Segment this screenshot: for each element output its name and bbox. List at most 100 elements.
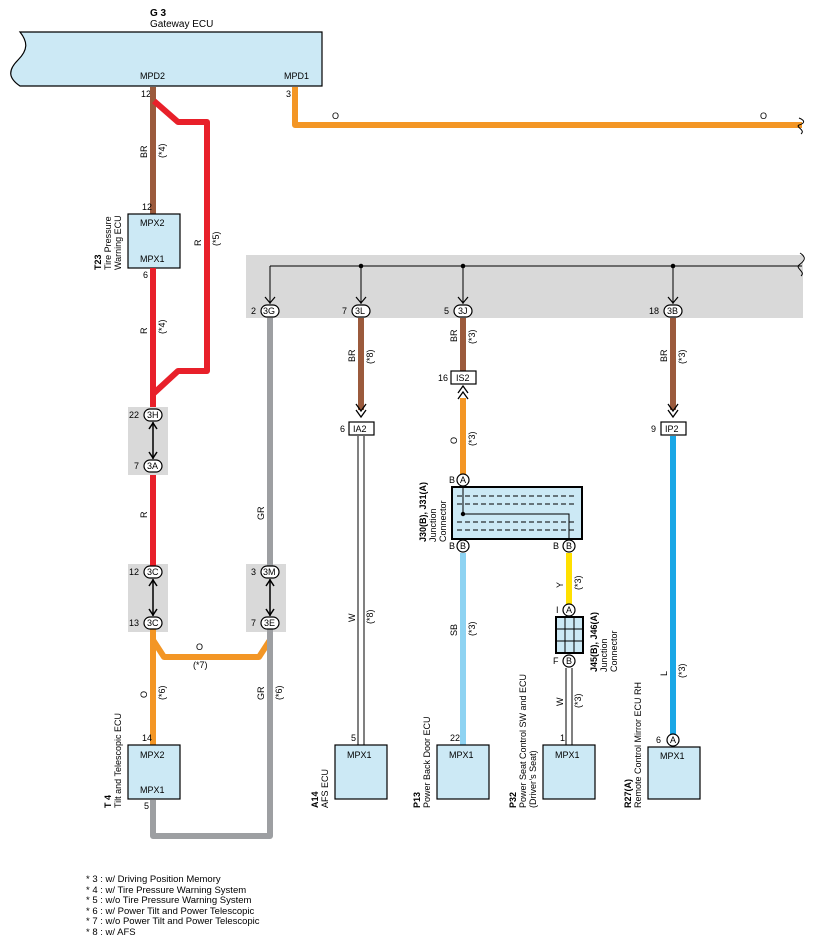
r27-conn: A: [670, 735, 676, 745]
t23-pin-6: 6: [143, 270, 148, 280]
wire-label-y: Y: [555, 582, 565, 588]
note-7: (*7): [193, 660, 208, 670]
j30-name-line1: Junction: [428, 508, 438, 542]
a14-box: [334, 744, 388, 800]
wire-label-w: W: [555, 697, 565, 706]
junction-connector-j45: A I B F J45(B), J46(A) Junction Connecto…: [553, 603, 619, 672]
legend-item: * 4 : w/ Tire Pressure Warning System: [86, 884, 247, 896]
note-3: (*3): [467, 329, 477, 344]
wire-label-o: O: [332, 111, 339, 121]
gateway-name: Gateway ECU: [150, 19, 213, 30]
a14-name: AFS ECU: [320, 769, 330, 808]
junction-3j-id: 3J: [458, 306, 468, 316]
j45-pin-b: B: [566, 656, 572, 666]
bus-break-mark: [797, 252, 805, 277]
junction-3c-top: 3C 12: [129, 565, 163, 579]
legend-item: * 7 : w/o Power Tilt and Power Telescopi…: [86, 916, 260, 928]
junction-3m: 3M 3: [251, 565, 280, 579]
junction-connector-j30: A B B B B B J30(B), J31(A) Junction Conn…: [418, 473, 583, 553]
junction-3a-id: 3A: [147, 461, 158, 471]
r27-pin-no: 6: [656, 735, 661, 745]
t23-code: T23: [93, 254, 103, 270]
connector-is2: IS2 16: [438, 370, 477, 400]
wire-label-o: O: [139, 691, 149, 698]
j45-code: J45(B), J46(A): [589, 612, 599, 672]
connector-is2-id: IS2: [456, 373, 470, 383]
gateway-pin-mpd2: MPD2: [140, 71, 165, 81]
t23-pin-mpx2: MPX2: [140, 218, 165, 228]
wire-label-br: BR: [659, 349, 669, 362]
r27-box: [647, 746, 701, 800]
t4-code: T 4: [103, 795, 113, 808]
tilt-telescopic-ecu: 14 MPX2 MPX1 5 T 4 Tilt and Telescopic E…: [103, 713, 181, 811]
junction-3c-id: 3C: [147, 618, 159, 628]
junction-3c-pin: 12: [129, 567, 139, 577]
note-5: (*5): [211, 231, 221, 246]
junction-3h-id: 3H: [147, 410, 159, 420]
wire-label-o: O: [760, 111, 767, 121]
bus-node: [358, 263, 364, 269]
note-4: (*4): [157, 319, 167, 334]
junction-3h: 3H 22: [129, 408, 163, 422]
note-3: (*3): [467, 431, 477, 446]
junction-3b: 3B 18: [649, 304, 683, 318]
j30-pin-b: B: [460, 541, 466, 551]
junction-3g-id: 3G: [263, 306, 275, 316]
wire-gray-3e-t4: [150, 628, 273, 839]
p32-name-line1: Power Seat Control SW and ECU: [518, 674, 528, 808]
p13-pin: MPX1: [449, 750, 474, 760]
j30-pin-b: B: [553, 541, 559, 551]
a14-pin: MPX1: [347, 750, 372, 760]
j30-name-line2: Connector: [438, 500, 448, 542]
j30-box: [451, 486, 583, 540]
t4-pin-5: 5: [144, 801, 149, 811]
notes-legend: * 3 : w/ Driving Position Memory * 4 : w…: [86, 874, 260, 939]
note-3: (*3): [573, 575, 583, 590]
note-3: (*3): [467, 621, 477, 636]
junction-3m-3e-arrows: [265, 578, 275, 617]
gateway-pin-3: 3: [286, 89, 291, 99]
p13-name: Power Back Door ECU: [422, 716, 432, 808]
junction-3g-pin: 2: [251, 306, 256, 316]
wire-label-r: R: [193, 239, 203, 246]
note-3: (*3): [573, 693, 583, 708]
j30-pin-b: B: [566, 541, 572, 551]
connector-ia2-id: IA2: [353, 424, 367, 434]
gateway-code: G 3: [150, 8, 167, 19]
t4-pin-mpx1: MPX1: [140, 785, 165, 795]
junction-3c-bottom: 3C 13: [129, 616, 163, 630]
wire-label-o: O: [449, 437, 459, 444]
junction-3m-pin: 3: [251, 567, 256, 577]
j45-box: [555, 616, 584, 654]
wire-label-o: O: [196, 642, 203, 652]
note-3: (*3): [677, 349, 687, 364]
r27-code: R27(A): [623, 779, 633, 808]
junction-3e: 3E 7: [251, 616, 280, 630]
junction-3a-pin: 7: [134, 461, 139, 471]
p13-pin-no: 22: [450, 733, 460, 743]
wire-label-gr: GR: [256, 686, 266, 700]
t4-name: Tilt and Telescopic ECU: [113, 713, 123, 808]
connector-is2-pin: 16: [438, 373, 448, 383]
p13-code: P13: [412, 792, 422, 808]
t23-box: [127, 213, 181, 269]
p32-name-line2: (Driver’s Seat): [528, 750, 538, 808]
wire-orange-branch: [150, 638, 273, 660]
legend-item: * 8 : w/ AFS: [86, 926, 136, 938]
wire-white-ia2-a14: [357, 436, 365, 746]
junction-3j: 3J 5: [444, 304, 473, 318]
wire-white-j45-p32: [565, 668, 573, 746]
j30-pin-b: B: [449, 541, 455, 551]
junction-3b-pin: 18: [649, 306, 659, 316]
junction-3e-id: 3E: [264, 618, 275, 628]
j45-pin-a: A: [566, 605, 572, 615]
junction-3g: 3G 2: [251, 304, 280, 318]
p13-box: [436, 744, 490, 800]
p32-box: [542, 744, 596, 800]
j45-name-line1: Junction: [599, 638, 609, 672]
junction-3l: 3L 7: [342, 304, 371, 318]
note-6: (*6): [157, 685, 167, 700]
note-8: (*8): [365, 349, 375, 364]
t4-pin-mpx2: MPX2: [140, 750, 165, 760]
junction-3m-id: 3M: [263, 567, 276, 577]
